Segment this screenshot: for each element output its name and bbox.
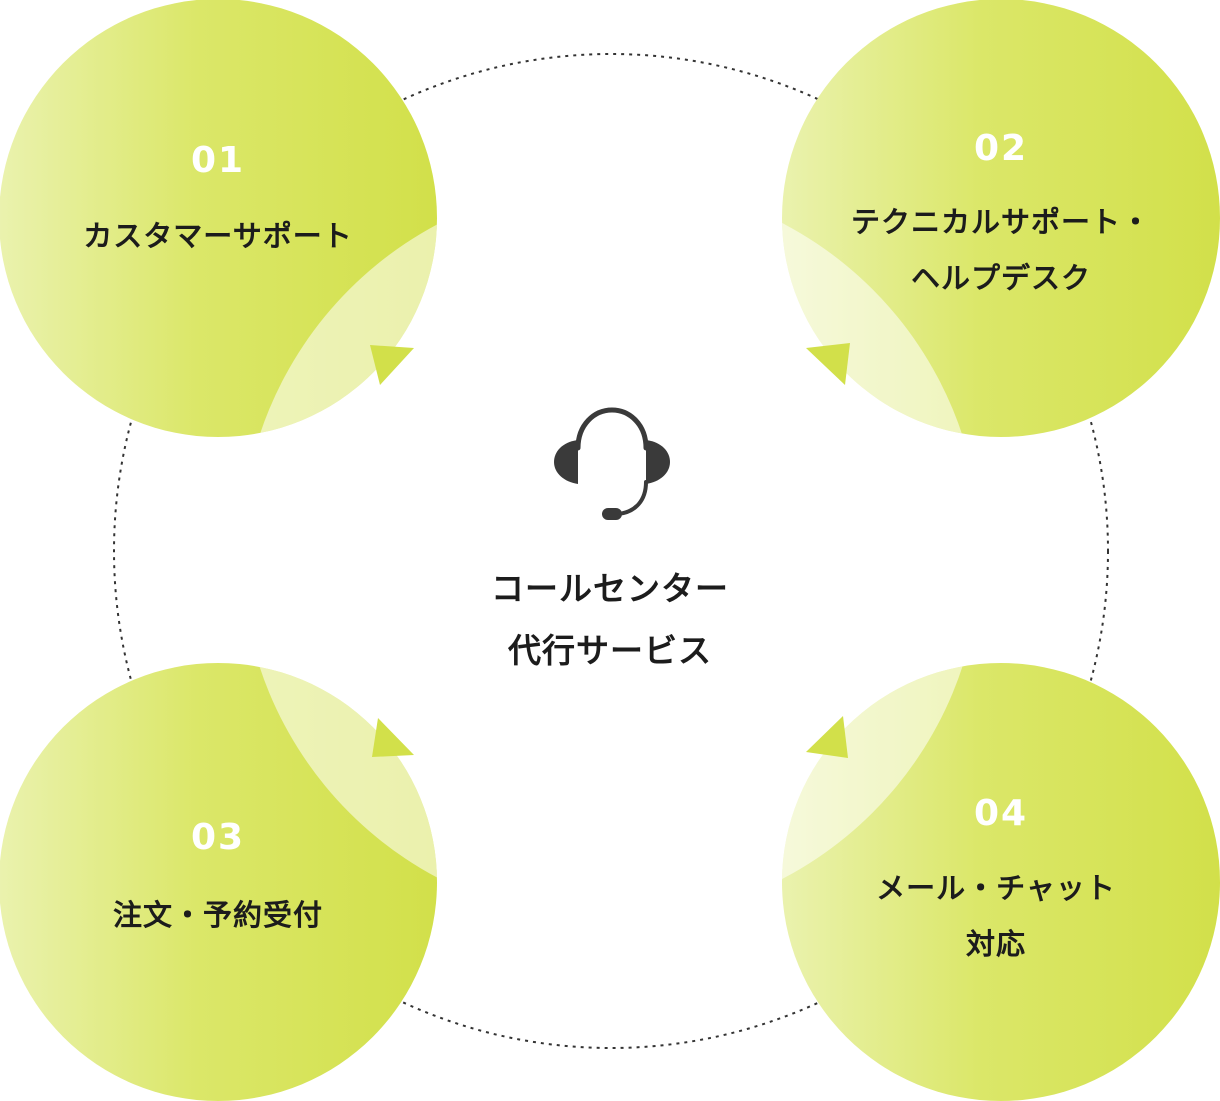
service-number-04: 04 <box>973 793 1029 834</box>
service-number-02: 02 <box>973 128 1029 169</box>
service-label-03: 注文・予約受付 <box>18 887 418 943</box>
service-label-02-line2: ヘルプデスク <box>910 261 1091 295</box>
service-number-03: 03 <box>190 817 246 858</box>
arrow-right-up-icon <box>372 718 414 757</box>
service-label-04: メール・チャット 対応 <box>796 860 1196 972</box>
arrow-left-up-icon <box>806 716 848 758</box>
service-label-01: カスタマーサポート <box>18 208 418 264</box>
service-label-03-line1: 注文・予約受付 <box>112 898 323 932</box>
headset-icon <box>554 407 670 520</box>
service-label-02: テクニカルサポート・ ヘルプデスク <box>801 194 1201 306</box>
arrow-right-down-icon <box>370 345 414 385</box>
service-number-01: 01 <box>190 140 246 181</box>
service-label-02-line1: テクニカルサポート・ <box>850 205 1151 239</box>
center-title-line1: コールセンター <box>491 569 729 608</box>
dotted-cycle-ring <box>113 53 1109 1049</box>
arrow-left-down-icon <box>806 343 850 385</box>
center-title: コールセンター 代行サービス <box>410 558 810 682</box>
center-title-line2: 代行サービス <box>508 631 712 670</box>
service-label-04-line2: 対応 <box>965 927 1026 961</box>
service-label-01-line1: カスタマーサポート <box>83 219 353 253</box>
service-label-04-line1: メール・チャット <box>876 871 1116 905</box>
